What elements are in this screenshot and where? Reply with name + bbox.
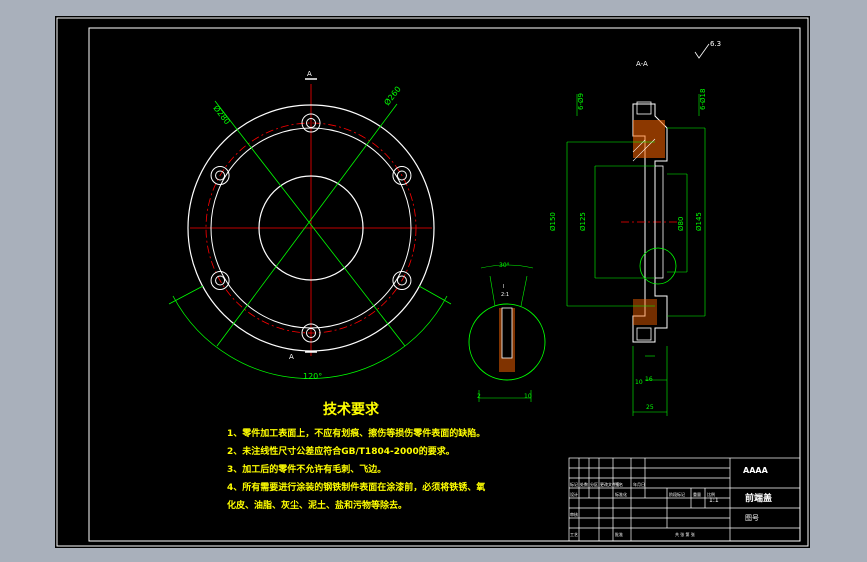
- tb-scale: 1:1: [709, 497, 719, 504]
- bolt-hole: [396, 170, 407, 181]
- cad-drawing: Ø280 Ø260 120° A A A-A 6.3: [56, 17, 809, 547]
- tb-sheet: 共 张 第 张: [675, 531, 695, 537]
- dim-outer-dia: Ø280: [211, 103, 232, 126]
- section-bolt-top: [636, 101, 652, 115]
- bolt-hole: [306, 328, 316, 338]
- dim-bottom-1: 10: [635, 379, 643, 386]
- groove: [654, 165, 664, 279]
- detail-mark: I: [644, 243, 646, 250]
- drawing-viewport[interactable]: Ø280 Ø260 120° A A A-A 6.3: [55, 16, 810, 548]
- detail-ratio: 2:1: [501, 292, 509, 298]
- technical-notes: 技术要求 1、零件加工表面上，不应有划痕、擦伤等损伤零件表面的缺陷。 2、未注线…: [227, 401, 485, 511]
- hatch-line: [632, 138, 656, 162]
- tb-row-5: 批准: [615, 531, 623, 537]
- dim-top-right: 6-Ø18: [699, 89, 707, 110]
- section-mark-top: A: [307, 70, 312, 78]
- section-label: A-A: [636, 60, 648, 68]
- tb-stage-3: 比例: [707, 491, 715, 497]
- note-item-1: 1、零件加工表面上，不应有划痕、擦伤等损伤零件表面的缺陷。: [227, 427, 485, 439]
- note-item-5: 化皮、油脂、灰尘、泥土、盐和污物等除去。: [227, 499, 407, 511]
- arc-ext-left: [168, 285, 204, 305]
- tb-header-4: 更改文件号: [600, 481, 620, 487]
- bolt-hole-counterbore: [301, 323, 321, 343]
- section-view: A-A 6.3 Ø150 Ø125 Ø80 Ø145 6-Ø9: [549, 40, 721, 416]
- tb-material: AAAA: [743, 466, 769, 475]
- dim-top-left: 6-Ø9: [577, 93, 585, 110]
- dim-right-1: Ø80: [677, 217, 685, 231]
- tb-row-4: 工艺: [570, 532, 578, 537]
- bolt-hole-counterbore: [392, 166, 412, 185]
- tb-drawing-no: 图号: [745, 514, 759, 522]
- bolt-hole: [306, 118, 316, 128]
- angle-arc: [480, 264, 534, 269]
- note-item-3: 3、加工后的零件不允许有毛刺、飞边。: [227, 463, 386, 475]
- hatch-top: [633, 120, 665, 158]
- bolt-circle: [205, 122, 417, 334]
- title-block-text: AAAA 前端盖 图号 1:1 标记 处数 分区 更改文件号 签名 年月日 设计…: [570, 466, 772, 537]
- detail-boundary: [468, 303, 546, 381]
- notes-heading: 技术要求: [323, 401, 380, 418]
- dim-bottom-3: 25: [646, 404, 654, 411]
- top-view: Ø280 Ø260 120° A A: [168, 70, 452, 381]
- bolt-hole: [215, 170, 226, 181]
- arc-dimension: [172, 295, 448, 379]
- detail-angle: 30°: [499, 262, 510, 269]
- tb-stage-1: 阶段标记: [669, 491, 685, 497]
- title-block: [568, 457, 801, 542]
- tb-header-2: 处数: [580, 481, 588, 487]
- title-block-frame: [568, 457, 801, 542]
- bolt-hole: [215, 275, 226, 286]
- bolt-hole: [396, 275, 407, 286]
- dim-arc-angle: 120°: [303, 372, 322, 381]
- angle-line-left: [489, 275, 496, 307]
- section-mark-bottom: A: [289, 353, 294, 361]
- bolt-hole-counterbore: [301, 113, 321, 133]
- angle-line-right: [520, 275, 528, 307]
- tb-row-3: 审核: [570, 511, 578, 517]
- arc-ext-right: [418, 285, 452, 305]
- tb-header-3: 分区: [590, 481, 598, 487]
- note-item-2: 2、未注线性尺寸公差应符合GB/T1804-2000的要求。: [227, 445, 455, 457]
- note-item-4: 4、所有需要进行涂装的钢铁制件表面在涂漆前，必须将铁锈、氧: [227, 481, 485, 493]
- hatch-bottom: [633, 299, 657, 325]
- dim-right-2: Ø145: [695, 212, 703, 231]
- detail-dim-left: 2: [477, 393, 481, 400]
- detail-view: 30° I 2:1 2 10: [468, 262, 546, 402]
- drawing-frame: [88, 27, 801, 542]
- tb-part-name: 前端盖: [745, 492, 772, 504]
- dim-left-2: Ø125: [579, 212, 587, 231]
- tb-header-6: 年月日: [633, 481, 645, 487]
- bore-circle: [258, 175, 364, 281]
- tb-stage-2: 重量: [693, 491, 701, 497]
- bolt-holes: [210, 113, 412, 343]
- bolt-hole-counterbore: [210, 166, 230, 185]
- roughness-symbol: 6.3: [710, 40, 721, 48]
- dim-line-bolt: [216, 103, 398, 347]
- dim-left-1: Ø150: [549, 212, 557, 231]
- detail-groove: [501, 307, 513, 359]
- bolt-hole-counterbore: [210, 271, 230, 290]
- sheet-border: [56, 17, 809, 547]
- bolt-hole-counterbore: [392, 271, 412, 290]
- section-bolt-bottom: [636, 327, 652, 341]
- detail-dim-right: 10: [524, 393, 532, 400]
- tb-row-1: 设计: [570, 491, 578, 497]
- roughness-icon: [694, 43, 710, 59]
- dim-bottom-2: 16: [645, 376, 653, 383]
- tb-header-5: 签名: [615, 481, 623, 487]
- dim-bolt-circle: Ø260: [382, 84, 403, 107]
- outer-circle: [187, 104, 435, 352]
- detail-label: I: [503, 284, 504, 290]
- dim-line-outer: [214, 100, 406, 347]
- detail-circle: [639, 247, 677, 285]
- tb-row-2: 标准化: [615, 491, 627, 497]
- tb-header-1: 标记: [570, 481, 578, 487]
